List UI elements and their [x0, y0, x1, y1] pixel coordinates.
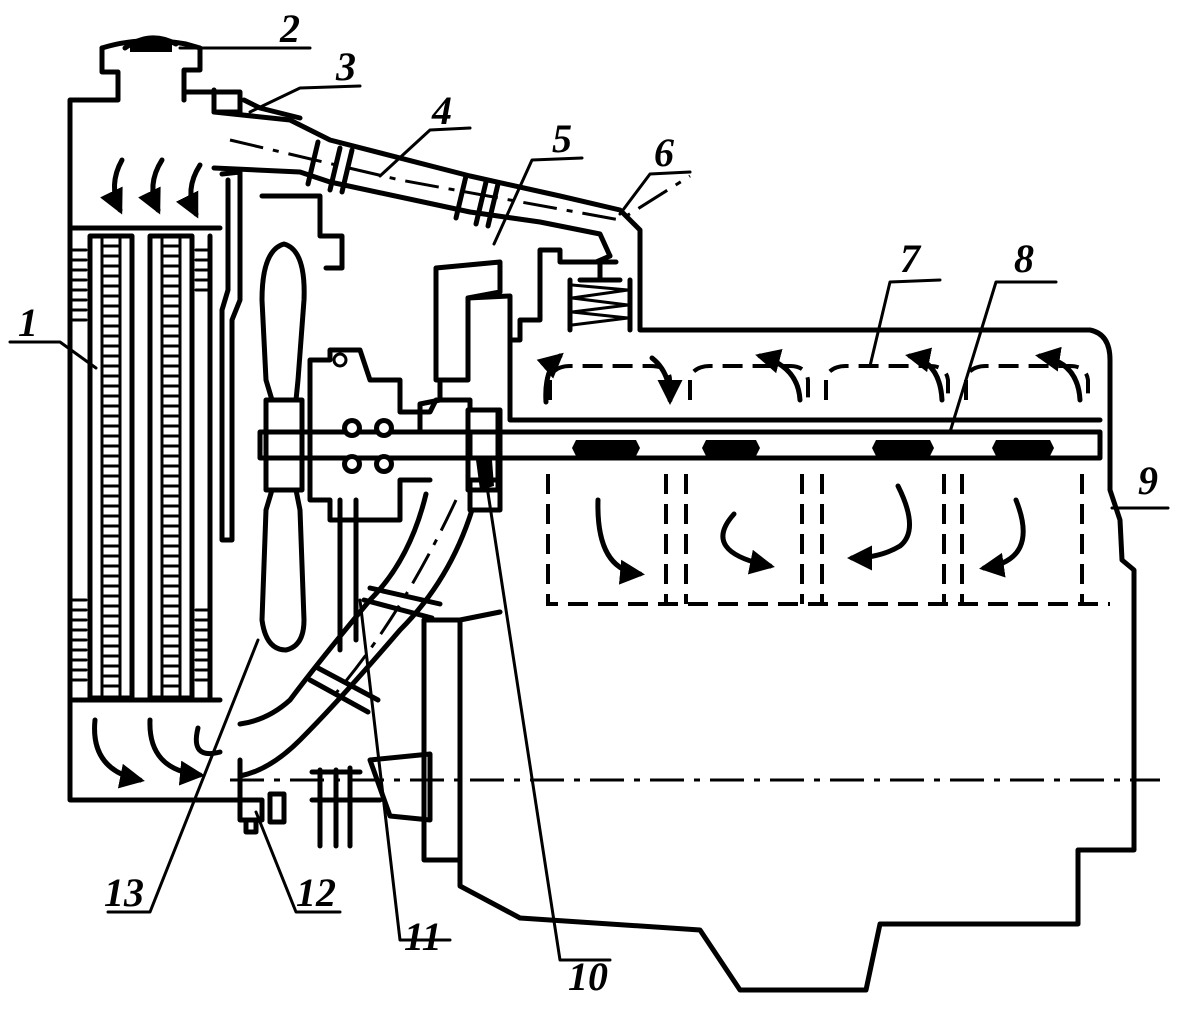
label-8: 8 — [1014, 236, 1034, 281]
label-9: 9 — [1138, 458, 1158, 503]
label-6: 6 — [654, 130, 674, 175]
bypass-pipe — [417, 259, 513, 433]
engine-block — [230, 327, 1160, 993]
labels: 1 2 3 4 5 6 7 8 9 10 11 12 13 — [18, 6, 1158, 999]
water-pump — [219, 169, 503, 653]
label-7: 7 — [900, 236, 922, 281]
label-10: 10 — [568, 954, 608, 999]
label-2: 2 — [279, 6, 300, 51]
leader-lines — [8, 46, 1170, 962]
label-1: 1 — [18, 300, 38, 345]
thermostat-housing — [507, 247, 683, 343]
lower-hose — [237, 491, 475, 849]
label-13: 13 — [104, 870, 144, 915]
label-11: 11 — [404, 914, 442, 959]
upper-hose — [211, 87, 691, 259]
label-5: 5 — [552, 116, 572, 161]
label-4: 4 — [431, 88, 452, 133]
label-3: 3 — [335, 44, 356, 89]
label-12: 12 — [296, 870, 336, 915]
radiator — [67, 35, 287, 835]
